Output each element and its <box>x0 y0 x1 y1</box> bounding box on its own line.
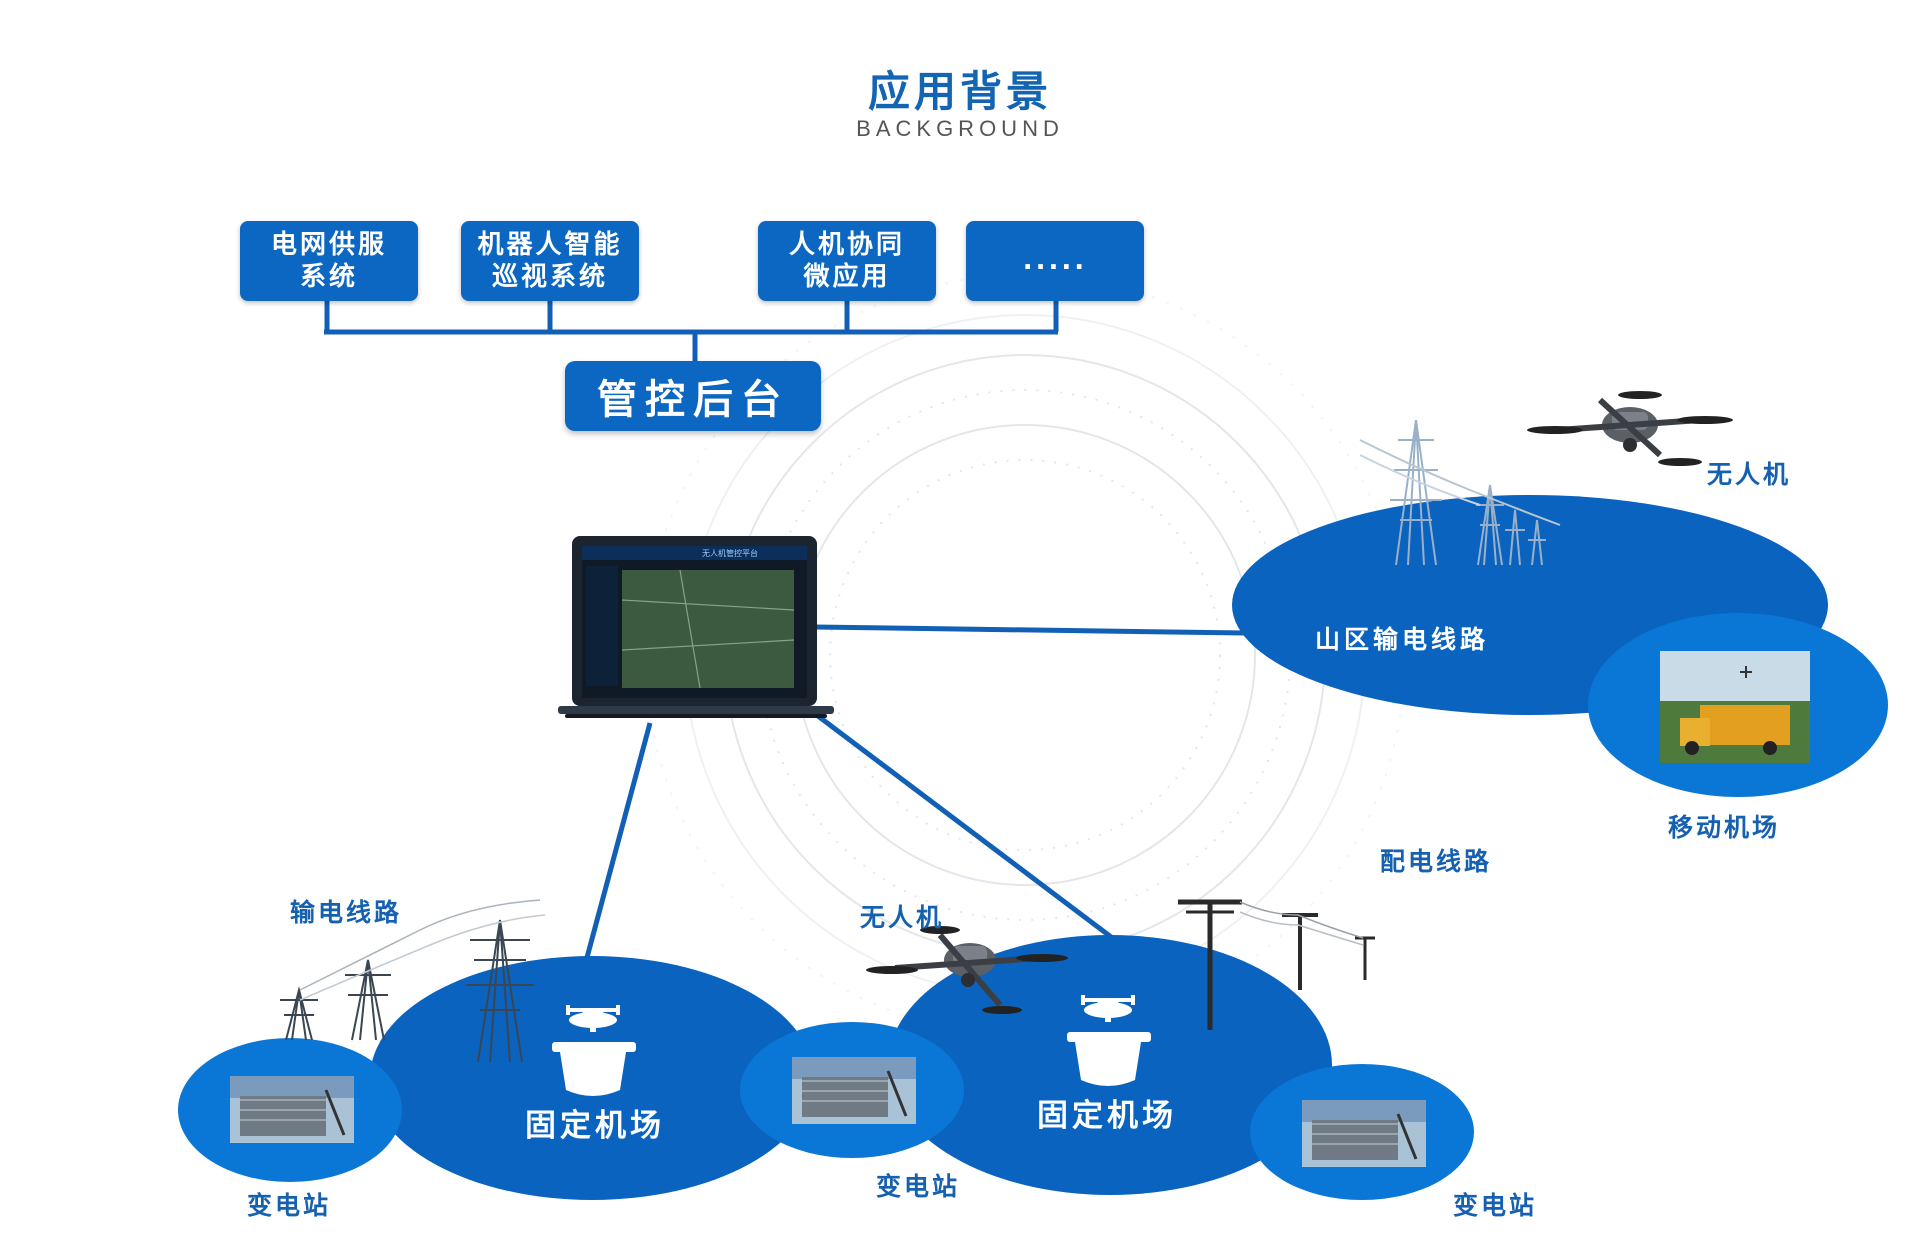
pole-icon-distribution <box>1178 899 1375 1030</box>
page-subtitle: BACKGROUND <box>856 116 1064 141</box>
drone-label-middle: 无人机 <box>860 903 945 932</box>
laptop-screen-title: 无人机管控平台 <box>702 549 758 558</box>
left-airport-label: 固定机场 <box>525 1108 665 1144</box>
right-substation-photo <box>1302 1100 1426 1167</box>
right-line-label: 配电线路 <box>1380 847 1493 876</box>
drone-label-top-right: 无人机 <box>1707 460 1792 489</box>
control-backend-box[interactable]: 管控后台 <box>565 361 821 431</box>
left-substation-label: 变电站 <box>247 1191 332 1220</box>
drone-icon-top-right <box>1527 391 1733 466</box>
control-backend-label: 管控后台 <box>597 377 789 423</box>
system-box-robot-patrol[interactable]: 机器人智能 巡视系统 <box>461 221 639 301</box>
system-box-grid-service[interactable]: 电网供服 系统 <box>240 221 418 301</box>
mountain-line-label: 山区输电线路 <box>1315 625 1490 654</box>
right-substation-label: 变电站 <box>1453 1191 1538 1220</box>
drone-icon-middle <box>866 926 1068 1014</box>
laptop-connectors <box>582 624 1246 966</box>
middle-substation-label: 变电站 <box>876 1172 961 1201</box>
mobile-airport-label: 移动机场 <box>1668 813 1781 842</box>
system-connectors <box>324 300 1059 362</box>
mobile-airport-photo <box>1660 651 1810 763</box>
system-box-human-machine[interactable]: 人机协同 微应用 <box>758 221 936 301</box>
system-box-label: 机器人智能 巡视系统 <box>477 230 623 292</box>
laptop-icon <box>558 536 834 718</box>
system-box-more[interactable]: ..... <box>966 221 1144 301</box>
middle-substation-photo <box>792 1057 916 1124</box>
tower-icon-mountain <box>1359 419 1561 566</box>
airport-icon-left <box>552 1005 636 1096</box>
system-box-label: 电网供服 系统 <box>270 230 387 292</box>
left-substation-photo <box>230 1076 354 1143</box>
page-title: 应用背景 <box>867 67 1052 116</box>
airport-icon-middle <box>1067 995 1151 1086</box>
system-box-label: ..... <box>1022 246 1088 276</box>
system-box-label: 人机协同 微应用 <box>788 230 905 292</box>
left-line-label: 输电线路 <box>290 898 403 927</box>
tower-icon-left <box>280 899 546 1063</box>
middle-airport-label: 固定机场 <box>1037 1098 1177 1134</box>
